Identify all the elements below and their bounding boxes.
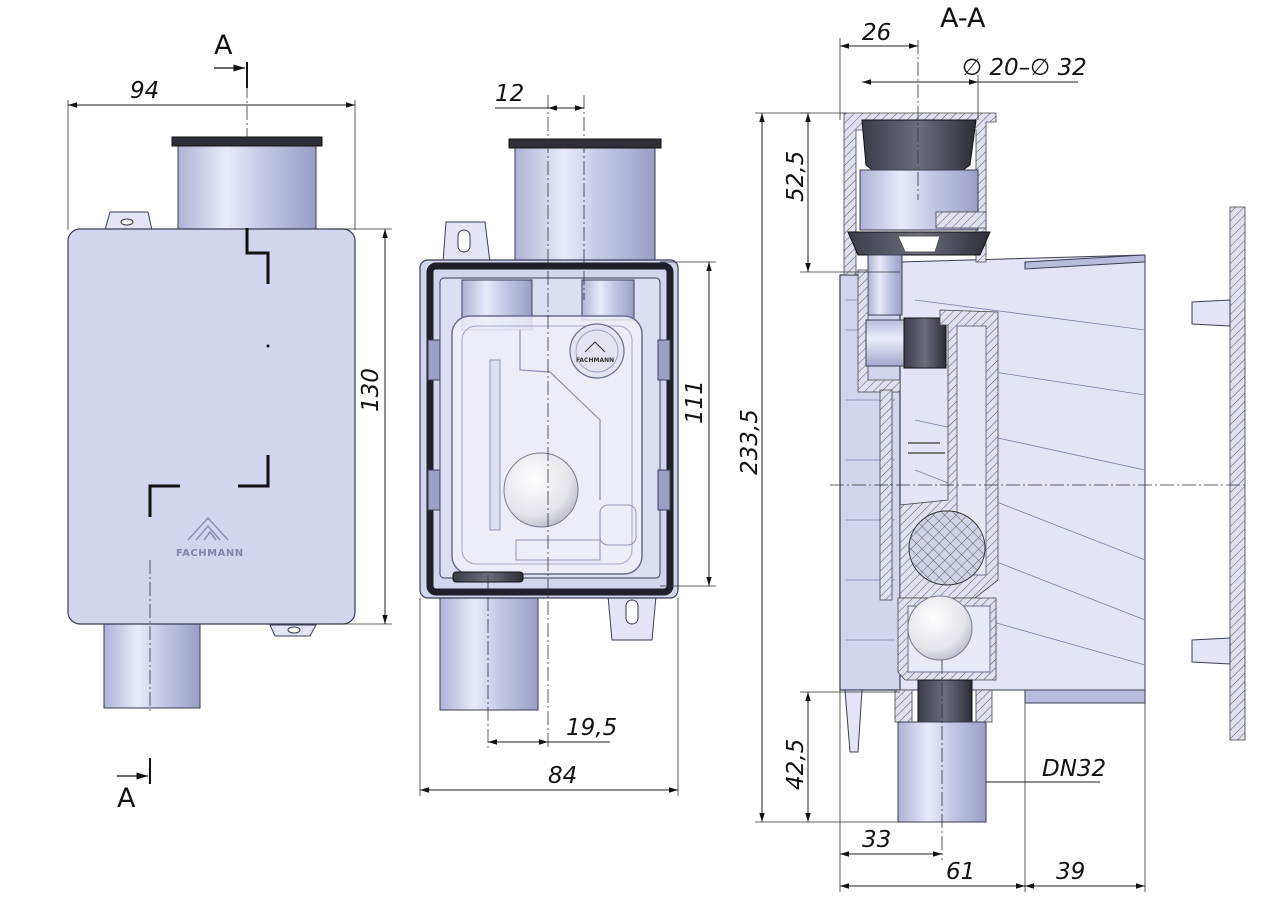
front-body xyxy=(67,228,356,625)
front-logo-text: FACHMANN xyxy=(176,548,244,559)
cut-label-bottom: A xyxy=(117,783,136,814)
sec-float-ball xyxy=(907,595,973,661)
section-title: A-A xyxy=(940,3,986,34)
mid-cartridge-pocket xyxy=(599,504,637,546)
mid-valve-disc-ring xyxy=(575,329,619,373)
mid-logo-icon xyxy=(584,341,606,353)
mid-clip-right-1 xyxy=(657,339,671,381)
dim-39-label: 39 xyxy=(1056,859,1085,885)
front-cut-line-3 xyxy=(148,484,180,517)
mid-mount-hole-top xyxy=(457,229,471,253)
sec-elbow-horizontal xyxy=(865,319,909,367)
sec-outlet-seal xyxy=(917,679,973,729)
mid-valve-disc xyxy=(569,323,625,379)
mid-cartridge-base xyxy=(515,539,601,561)
dim-33-label: 33 xyxy=(862,827,891,853)
front-mount-hole-bottom xyxy=(287,626,301,634)
mid-top-pipe xyxy=(514,144,656,266)
sec-cover-lug-top xyxy=(1191,299,1231,327)
sec-inlet-opening xyxy=(897,235,941,253)
dim-84-label: 84 xyxy=(548,763,577,789)
sec-inlet-collar xyxy=(935,211,987,229)
sec-cover-lug-bottom xyxy=(1191,637,1231,665)
mid-clip-left-2 xyxy=(427,469,441,511)
front-mount-hole-top xyxy=(120,218,134,226)
dim-94-label: 94 xyxy=(130,78,159,104)
front-bottom-pipe xyxy=(103,619,201,709)
sec-extension-shading xyxy=(914,299,1146,666)
sec-filter-disc xyxy=(908,510,986,586)
dim-19-5-label: 19,5 xyxy=(566,715,617,741)
mid-top-rim xyxy=(508,138,662,149)
sec-cover-panel xyxy=(1229,206,1246,741)
cut-label-top: A xyxy=(214,30,233,61)
sec-inner-wall-left xyxy=(879,389,893,601)
dim-233-label: 233,5 xyxy=(737,409,763,475)
front-cut-line-2 xyxy=(238,455,270,488)
sec-elbow-vertical xyxy=(867,254,903,316)
dim-111-label: 111 xyxy=(682,380,708,424)
section-view: A-A xyxy=(737,3,1246,892)
dim-42-label: 42,5 xyxy=(783,739,809,790)
dim-26-label: 26 xyxy=(862,20,891,46)
dim-61-label: 61 xyxy=(946,859,975,885)
middle-view: FACHMANN 12 111 19,5 84 xyxy=(419,81,716,796)
front-center-dot xyxy=(266,344,270,348)
dim-130-label: 130 xyxy=(358,368,384,412)
mid-float-ball xyxy=(503,452,579,528)
mid-bottom-pipe xyxy=(439,589,539,711)
mid-cartridge-channel xyxy=(519,330,601,500)
dim-12-label: 12 xyxy=(495,81,524,107)
mid-housing-frame xyxy=(426,262,674,596)
mid-mount-hole-bottom xyxy=(625,599,639,625)
dim-52-label: 52,5 xyxy=(783,151,809,202)
mid-cartridge-inner xyxy=(461,325,633,565)
sec-elbow-seal xyxy=(903,317,947,369)
mid-cartridge-rib xyxy=(489,359,501,531)
sec-rib-marks xyxy=(908,442,945,454)
sec-cartridge-channel xyxy=(956,325,987,576)
front-view: FACHMANN A A 94 130 xyxy=(67,30,392,814)
front-cut-line-1 xyxy=(245,228,270,284)
mid-clip-left-1 xyxy=(427,339,441,381)
dim-dia-label: ∅ 20–∅ 32 xyxy=(962,55,1087,81)
front-logo-icon xyxy=(187,516,229,541)
front-top-pipe xyxy=(177,143,317,237)
mid-logo-text: FACHMANN xyxy=(576,357,614,364)
mid-inner-pipe-right xyxy=(581,279,635,321)
mid-clip-right-2 xyxy=(657,469,671,511)
sec-bottom-tab xyxy=(844,689,863,753)
dim-dn32-label: DN32 xyxy=(1042,756,1106,782)
sec-inlet-wall xyxy=(843,112,997,276)
